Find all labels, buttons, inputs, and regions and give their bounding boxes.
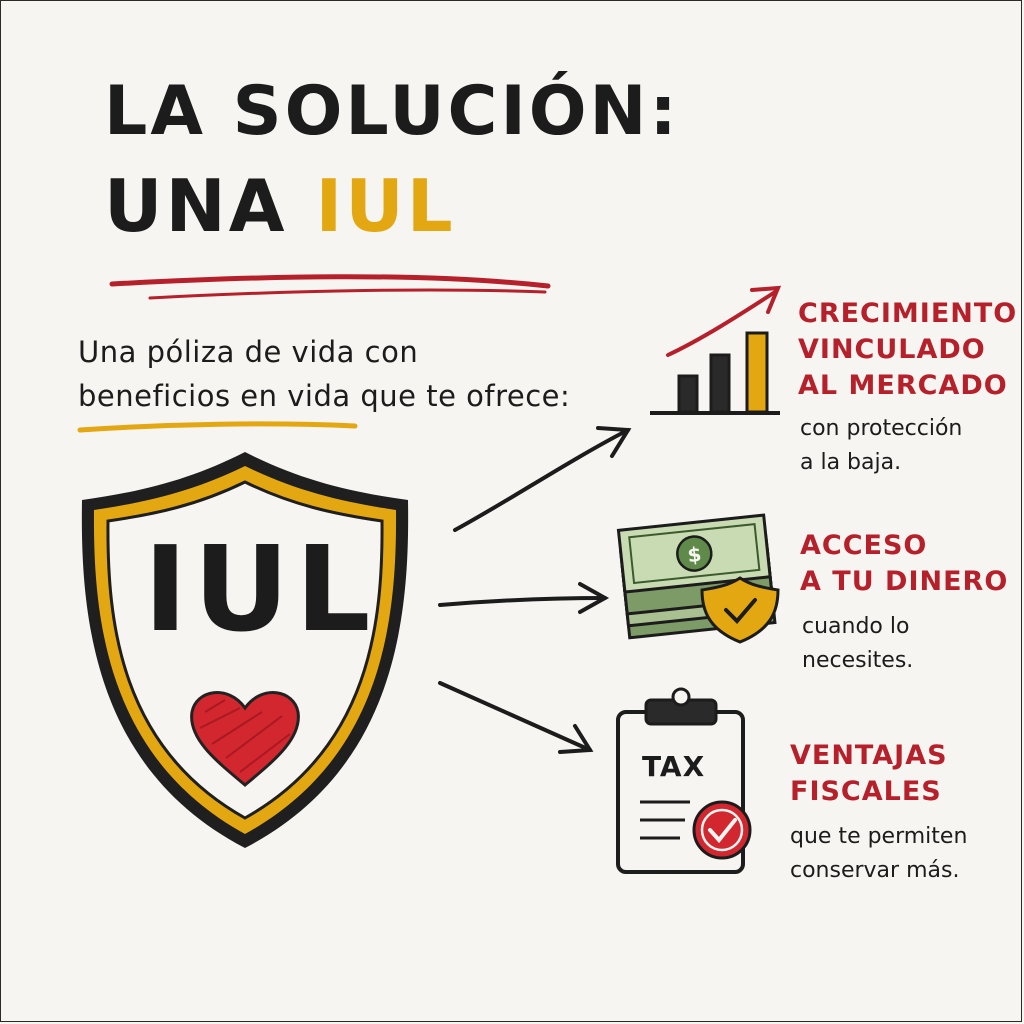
benefit-3-heading: VENTAJAS FISCALES [790,738,948,810]
benefit-2-desc-line: cuando lo [802,614,910,639]
benefit-1-desc-line: a la baja. [800,450,902,475]
shield-label-iul: IUL [143,520,377,658]
heart-icon [190,691,300,787]
title-line-2: UNA IUL [104,170,456,242]
arrow-to-tax [438,681,594,754]
benefit-1-desc-line: con protección [800,416,963,441]
benefit-2-heading: ACCESO A TU DINERO [800,528,1008,600]
arrow-to-growth [453,426,632,532]
benefit-3-desc-line: conservar más. [790,858,960,883]
title-prefix: UNA [104,164,316,248]
benefit-2-description: cuando lo necesites. [802,610,913,678]
svg-text:$: $ [686,542,702,567]
subtitle-underline [77,421,358,433]
tax-clipboard-check-icon [616,687,752,874]
tax-label: TAX [642,750,706,783]
benefit-3-desc-line: que te permiten [790,824,968,849]
cash-stack-shield-icon: $ [616,513,780,644]
title-line-1: LA SOLUCIÓN: [104,72,680,151]
arrow-to-cash [438,582,610,614]
title-underline [109,274,551,300]
benefit-1-heading-line: CRECIMIENTO [798,298,1018,329]
benefit-1-heading-line: VINCULADO [798,334,986,365]
benefit-1-description: con protección a la baja. [800,412,962,480]
shield-icon [81,452,409,848]
benefit-2-desc-line: necesites. [802,648,914,673]
bar-chart-growth-icon [650,285,782,415]
title-accent-iul: IUL [315,164,456,248]
benefit-2-heading-line: ACCESO [800,530,928,561]
benefit-1-heading-line: AL MERCADO [798,370,1008,401]
benefit-3-description: que te permiten conservar más. [790,820,967,888]
benefit-3-heading-line: FISCALES [790,776,942,807]
subtitle-line-2: beneficios en vida que te ofrece: [78,379,571,413]
subtitle-line-1: Una póliza de vida con [78,335,419,369]
benefit-3-heading-line: VENTAJAS [790,740,948,771]
benefit-2-heading-line: A TU DINERO [800,566,1009,597]
benefit-1-heading: CRECIMIENTO VINCULADO AL MERCADO [798,296,1017,404]
